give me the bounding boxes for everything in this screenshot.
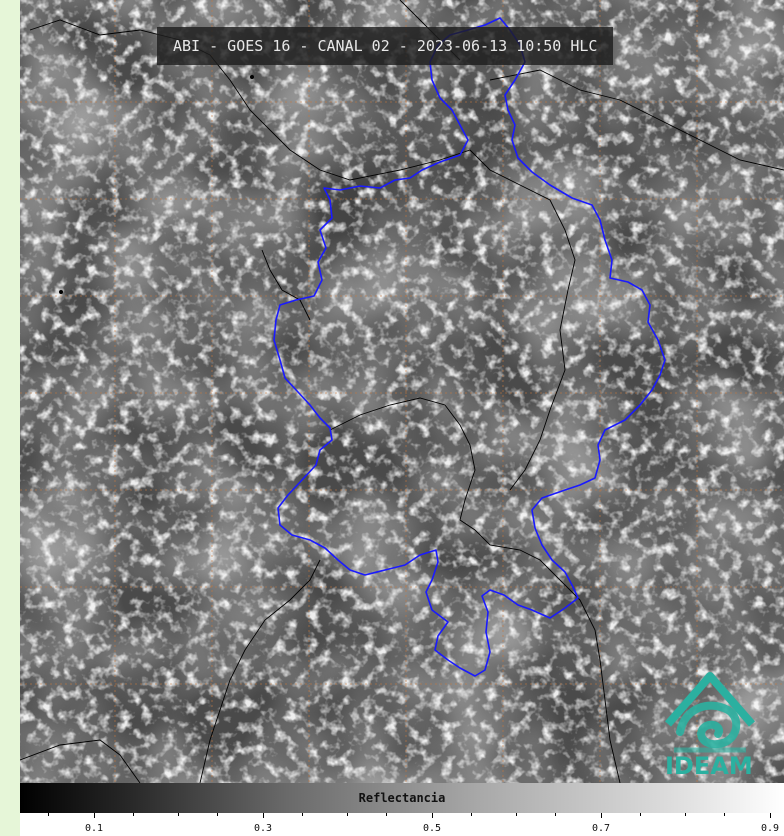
reflectance-colorbar (20, 783, 784, 813)
tick-mark (601, 813, 602, 818)
colorbar-ticks: 0.1 0.3 0.5 0.7 0.9 (20, 813, 784, 836)
colorbar-title: Reflectancia (358, 791, 446, 805)
tick-label-0-7: 0.7 (591, 823, 611, 834)
tick-label-0-3: 0.3 (253, 823, 273, 834)
tick-mark-minor (386, 813, 387, 816)
ideam-logo-text: IDEAM (665, 752, 753, 780)
tick-label-0-9: 0.9 (760, 823, 780, 834)
tick-mark-minor (302, 813, 303, 816)
ideam-logo-icon (664, 672, 756, 753)
tick-mark-minor (640, 813, 641, 816)
left-margin (0, 0, 20, 836)
tick-mark (770, 813, 771, 818)
image-title: ABI - GOES 16 - CANAL 02 - 2023-06-13 10… (157, 27, 614, 65)
tick-mark-minor (178, 813, 179, 816)
colorbar-panel: Reflectancia 0.1 0.3 0.5 0.7 0.9 (20, 783, 784, 836)
tick-mark-minor (555, 813, 556, 816)
admin-borders (20, 0, 784, 783)
tick-mark-minor (516, 813, 517, 816)
tick-mark-minor (48, 813, 49, 816)
graticule (20, 0, 784, 783)
cloud-layer (20, 0, 784, 783)
city-marker (59, 290, 63, 294)
tick-mark-minor (685, 813, 686, 816)
tick-mark-minor (217, 813, 218, 816)
satellite-image: ABI - GOES 16 - CANAL 02 - 2023-06-13 10… (20, 0, 784, 783)
tick-label-0-1: 0.1 (84, 823, 104, 834)
tick-mark (94, 813, 95, 818)
tick-mark-minor (471, 813, 472, 816)
tick-label-0-5: 0.5 (422, 823, 442, 834)
region-outline (273, 17, 666, 677)
tick-mark (432, 813, 433, 818)
tick-mark-minor (347, 813, 348, 816)
tick-mark-minor (133, 813, 134, 816)
tick-mark (263, 813, 264, 818)
tick-mark-minor (724, 813, 725, 816)
satellite-map (20, 0, 784, 783)
city-marker (250, 75, 254, 79)
